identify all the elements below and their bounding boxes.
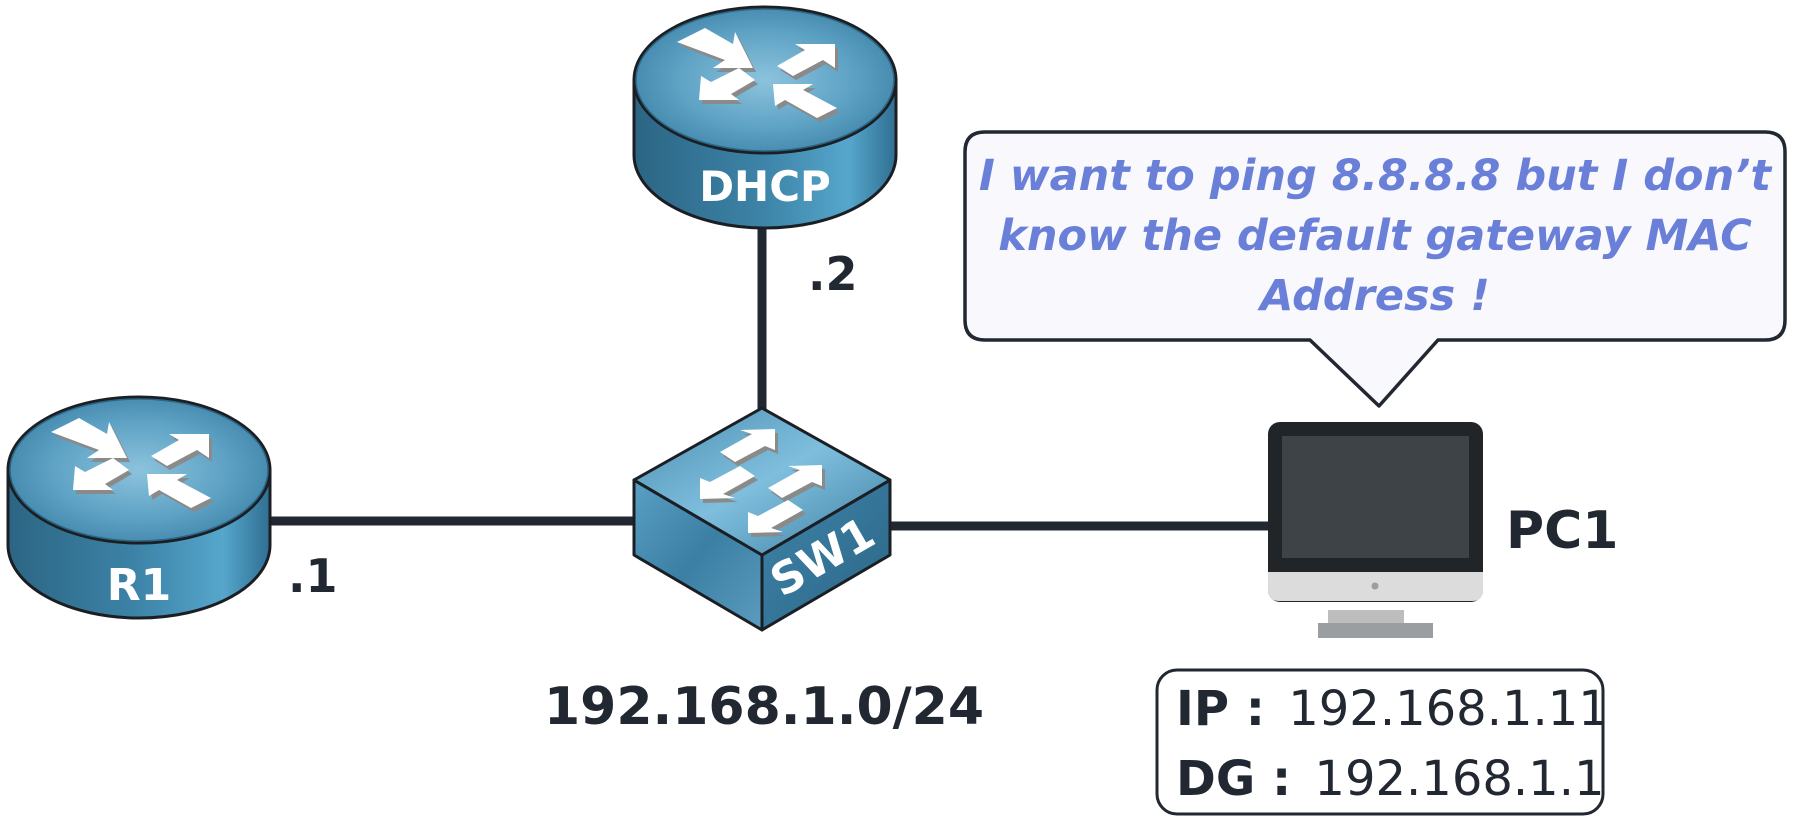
dg-value: 192.168.1.1 [1314,751,1604,807]
router-icon [632,5,898,230]
r1-router[interactable]: R1 [6,395,272,620]
dhcp-interface-label: .2 [808,247,857,301]
monitor-icon [1268,422,1483,638]
pc1-label: PC1 [1506,501,1618,561]
r1-label: R1 [107,560,172,611]
subnet-label: 192.168.1.0/24 [544,677,984,737]
sw1-switch[interactable]: SW1 [632,406,892,632]
ip-key: IP : [1176,681,1265,737]
bubble-line-3: Address ! [1257,271,1490,321]
router-icon [6,395,272,620]
switch-icon [632,406,892,632]
dhcp-router[interactable]: DHCP [632,5,898,230]
ip-value: 192.168.1.11 [1288,681,1609,737]
bubble-line-1: I want to ping 8.8.8.8 but I don’t [979,151,1773,201]
r1-interface-label: .1 [288,549,337,603]
dg-key: DG : [1176,751,1291,807]
pc1-computer[interactable]: PC1 [1268,422,1618,638]
dhcp-label: DHCP [699,162,831,211]
speech-bubble: I want to ping 8.8.8.8 but I don’t know … [963,130,1787,408]
bubble-line-2: know the default gateway MAC [998,211,1752,261]
pc-ip-info-box: IP : 192.168.1.11 DG : 192.168.1.1 [1155,668,1609,816]
ip-line: IP : 192.168.1.11 [1176,681,1609,737]
dg-line: DG : 192.168.1.1 [1176,751,1605,807]
